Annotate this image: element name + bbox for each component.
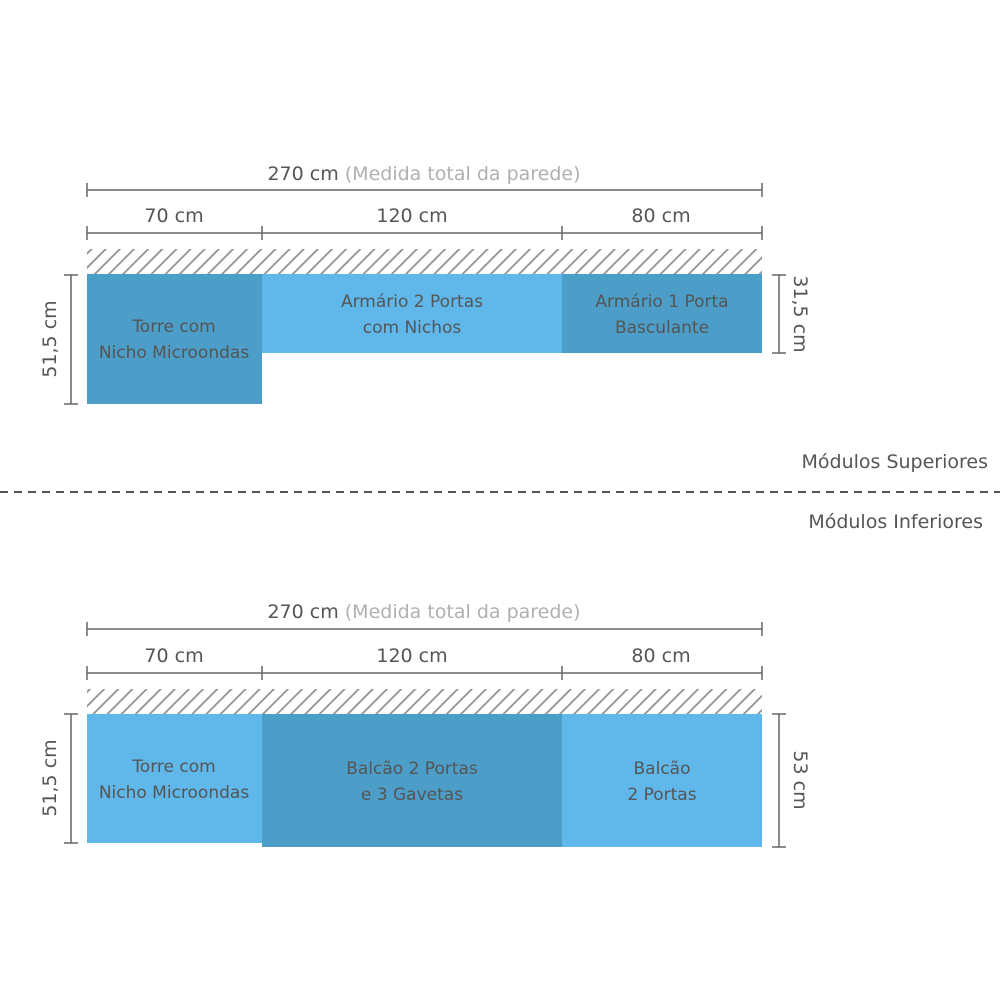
upper-right-height-dimension-line bbox=[772, 274, 786, 354]
upper-total-dimension: 270 cm (Medida total da parede) bbox=[267, 163, 580, 185]
lower-total-dimension: 270 cm (Medida total da parede) bbox=[267, 601, 580, 623]
lower-module-tower-label-2: Nicho Microondas bbox=[99, 783, 250, 803]
upper-wall-hatch bbox=[87, 249, 762, 274]
upper-module-tower bbox=[87, 274, 262, 404]
lower-module-tower bbox=[87, 714, 262, 843]
upper-module-cabinet-2-doors-label-2: com Nichos bbox=[363, 318, 462, 338]
lower-module-base-2-doors bbox=[562, 714, 762, 847]
upper-left-height-dimension-line bbox=[64, 274, 78, 405]
lower-module-tower-label-1: Torre com bbox=[131, 757, 215, 777]
upper-module-cabinet-2-doors-label-1: Armário 2 Portas bbox=[341, 292, 483, 312]
lower-segment-3-label: 80 cm bbox=[631, 645, 690, 667]
upper-section-label: Módulos Superiores bbox=[801, 451, 988, 473]
upper-module-tower-label-1: Torre com bbox=[131, 317, 215, 337]
upper-module-cabinet-1-door-label-2: Basculante bbox=[615, 318, 709, 338]
lower-right-height-dimension-line bbox=[772, 713, 786, 848]
upper-segment-3-label: 80 cm bbox=[631, 205, 690, 227]
lower-module-base-2-doors-3-drawers bbox=[262, 714, 562, 847]
upper-module-cabinet-2-doors bbox=[262, 274, 562, 353]
upper-right-height-label: 31,5 cm bbox=[789, 275, 811, 352]
lower-right-height-label: 53 cm bbox=[789, 750, 811, 809]
lower-module-base-2-doors-label-1: Balcão bbox=[634, 759, 691, 779]
lower-segment-1-label: 70 cm bbox=[144, 645, 203, 667]
lower-left-height-label: 51,5 cm bbox=[39, 739, 61, 816]
upper-module-tower-label-2: Nicho Microondas bbox=[99, 343, 250, 363]
lower-total-dimension-line bbox=[86, 622, 763, 636]
upper-left-height-label: 51,5 cm bbox=[39, 300, 61, 377]
lower-section: 270 cm (Medida total da parede) 70 cm 12… bbox=[39, 601, 811, 848]
upper-section: 270 cm (Medida total da parede) 70 cm 12… bbox=[39, 163, 811, 405]
lower-module-base-2-doors-3-drawers-label-2: e 3 Gavetas bbox=[361, 785, 463, 805]
lower-section-label: Módulos Inferiores bbox=[808, 511, 983, 533]
upper-module-cabinet-1-door-label-1: Armário 1 Porta bbox=[595, 292, 728, 312]
upper-total-dimension-line bbox=[86, 183, 763, 197]
upper-segment-dimension-line bbox=[86, 226, 763, 240]
upper-module-cabinet-1-door bbox=[562, 274, 762, 353]
upper-segment-1-label: 70 cm bbox=[144, 205, 203, 227]
lower-module-base-2-doors-label-2: 2 Portas bbox=[627, 785, 696, 805]
lower-wall-hatch bbox=[87, 689, 762, 714]
lower-segment-dimension-line bbox=[86, 666, 763, 680]
lower-module-base-2-doors-3-drawers-label-1: Balcão 2 Portas bbox=[346, 759, 478, 779]
upper-segment-2-label: 120 cm bbox=[376, 205, 447, 227]
lower-left-height-dimension-line bbox=[64, 713, 78, 844]
lower-segment-2-label: 120 cm bbox=[376, 645, 447, 667]
